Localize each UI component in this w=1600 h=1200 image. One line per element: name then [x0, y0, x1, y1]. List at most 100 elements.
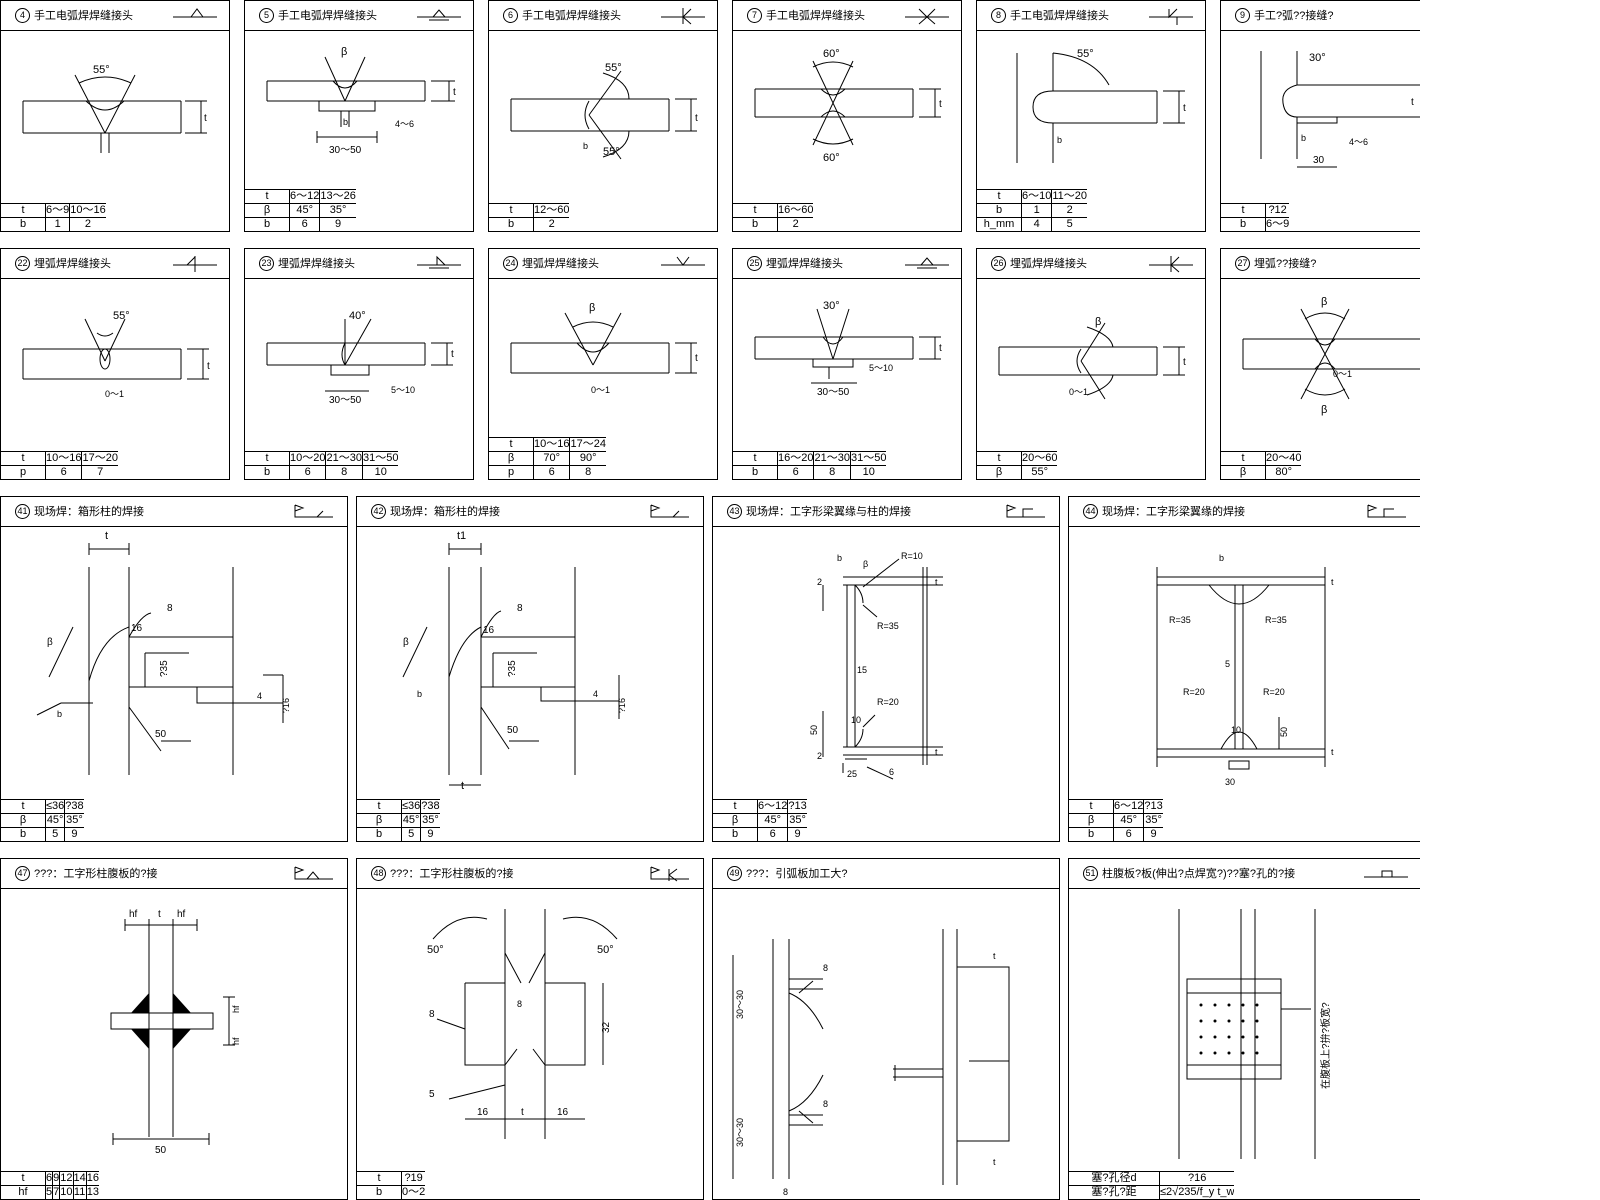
detail-panel-47: 47 ???：工字形柱腹板的?接 hf t hf hf hf 50	[0, 858, 348, 1200]
bevel-angle-label: 30°	[1309, 52, 1326, 64]
weld-symbol-icon	[417, 9, 461, 21]
joint-drawing: 在腹板上?拚?板宽?	[1178, 909, 1332, 1159]
parameter-table: 塞?孔径d?16 塞?孔?距≤2√235/f_y t_w	[1069, 1171, 1235, 1199]
panel-number: 47	[15, 866, 30, 881]
flange-t-top: t	[993, 951, 996, 961]
dim-5: 5	[1225, 659, 1230, 669]
joint-drawing: 60° 60° t	[754, 48, 942, 164]
panel-header: 4 手工电弧焊焊缝接头	[1, 1, 229, 31]
weld-symbol-icon	[1149, 8, 1193, 25]
panel-title: 柱腹板?板(伸出?点焊宽?)??塞?孔的?接	[1102, 868, 1296, 880]
root-face-label: 0～1	[105, 389, 124, 399]
panel-number: 23	[259, 256, 274, 271]
gap-b-label: b	[1219, 553, 1224, 563]
panel-header: 27 埋弧??接缝?	[1221, 249, 1420, 279]
joint-drawing: b R=35 R=35 R=20 R=20 5 10 50 30 t t	[1156, 553, 1334, 787]
dim-50: 50	[507, 725, 519, 736]
panel-header: 23 埋弧焊焊缝接头	[245, 249, 473, 279]
note-label: 在腹板上?拚?板宽?	[1319, 1002, 1332, 1089]
dim-235: ?35	[507, 660, 518, 677]
flange-t-top: t	[935, 577, 938, 587]
thickness-label: t	[451, 349, 454, 360]
panel-number: 22	[15, 256, 30, 271]
panel-header: 43 现场焊：工字形梁翼缘与柱的焊接	[713, 497, 1059, 527]
weld-symbol-icon	[905, 257, 949, 269]
panel-number: 6	[503, 8, 518, 23]
panel-number: 43	[727, 504, 742, 519]
weld-symbol-icon	[1149, 256, 1193, 273]
beta-label: β	[403, 637, 409, 648]
joint-drawing: 55° t	[22, 64, 207, 153]
joint-drawing: β t 0～1	[998, 316, 1186, 400]
table-row: t≤36?38	[1, 799, 84, 814]
bevel-angle-label: β	[341, 46, 347, 58]
detail-panel-41: 41 现场焊：箱形柱的焊接 t 8 16 ?35 β b 50 4	[0, 496, 348, 842]
dim-4: 4	[257, 691, 262, 701]
panel-title: 埋弧??接缝?	[1254, 258, 1317, 270]
weld-16-label: 16	[131, 623, 143, 634]
dim-50: 50	[1279, 727, 1289, 737]
joint-drawing: hf t hf hf hf 50	[110, 909, 241, 1156]
panel-header: 41 现场焊：箱形柱的焊接	[1, 497, 347, 527]
dim-2-bottom: 2	[817, 751, 822, 761]
panel-header: 47 ???：工字形柱腹板的?接	[1, 859, 347, 889]
panel-header: 26 埋弧焊焊缝接头	[977, 249, 1205, 279]
panel-title: 埋弧焊焊缝接头	[1010, 258, 1087, 270]
web-t-label: t	[158, 909, 161, 920]
flange-t-top: t	[1331, 577, 1334, 587]
panel-header: 44 现场焊：工字形梁翼缘的焊接	[1069, 497, 1420, 527]
weld-symbol-icon	[173, 8, 217, 18]
backing-gap-dim: 4～6	[395, 119, 414, 129]
dim-25: 25	[847, 769, 857, 779]
field-weld-flag-icon	[294, 504, 333, 518]
panel-number: 7	[747, 8, 762, 23]
weld-8-bottom: 8	[783, 1187, 788, 1197]
joint-drawing: β β 0～1	[1242, 296, 1420, 416]
radius-35-left: R=35	[1169, 615, 1191, 625]
panel-title: 手工电弧焊焊缝接头	[34, 10, 133, 22]
joint-drawing: β t 0～1	[510, 302, 698, 395]
panel-title: 手工电弧焊焊缝接头	[278, 10, 377, 22]
panel-number: 44	[1083, 504, 1098, 519]
panel-number: 25	[747, 256, 762, 271]
thickness-label: t	[1183, 103, 1186, 114]
dim-6: 6	[889, 767, 894, 777]
field-weld-flag-icon	[650, 504, 689, 518]
thickness-label: t	[1183, 357, 1186, 368]
joint-drawing: β 30～50 b 4～6 t	[266, 46, 456, 156]
panel-number: 41	[15, 504, 30, 519]
panel-title: 手工电弧焊焊缝接头	[766, 10, 865, 22]
joint-drawing: t1 t 8 16 ?35 β b 50 4 ?16	[402, 530, 627, 792]
thickness-t1-top: t1	[457, 530, 466, 542]
joint-drawing: 50° 50° 8 5 32 8 16 t 16	[427, 909, 618, 1139]
bottom-bevel-angle: 60°	[823, 152, 840, 164]
